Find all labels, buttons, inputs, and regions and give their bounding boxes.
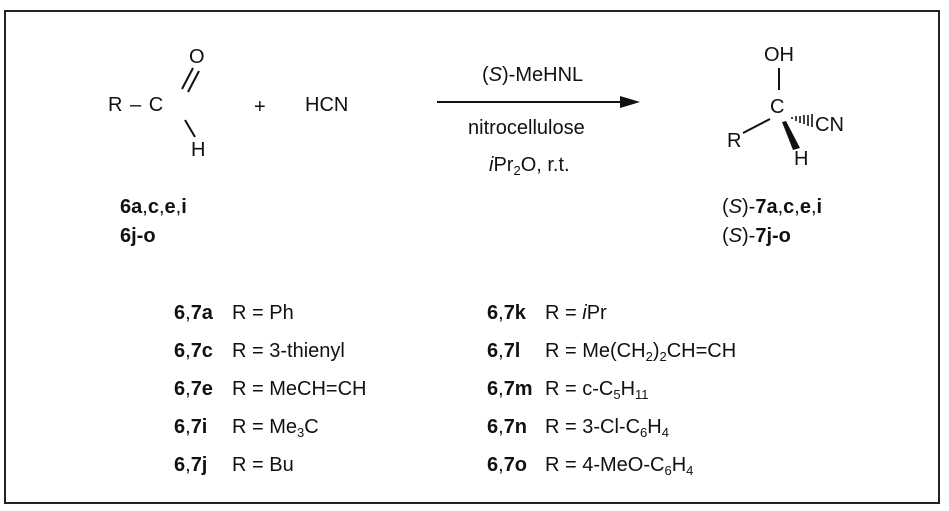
carbonyl-bond-1 <box>181 67 194 90</box>
product-c-r-bond <box>742 118 771 134</box>
product-cn: CN <box>815 114 844 136</box>
reactant-id-line1: 6a,c,e,i <box>120 196 187 218</box>
product-hydrogen: H <box>794 148 809 170</box>
condition-solvent: iPr2O, r.t. <box>489 154 570 178</box>
condition-support: nitrocellulose <box>468 117 585 139</box>
reaction-arrow-head <box>620 96 640 108</box>
scheme-frame <box>4 10 940 504</box>
product-id-line2: (S)-7j-o <box>722 225 791 247</box>
product-bold-wedge <box>782 121 800 150</box>
plus-sign: + <box>254 96 266 118</box>
aldehyde-ch-bond <box>184 119 196 138</box>
carbonyl-bond-2 <box>187 70 200 93</box>
product-carbon: C <box>770 96 785 118</box>
reactant-r-label: R – C <box>108 94 164 116</box>
product-hashed-wedge <box>791 114 813 127</box>
reactant-id-line2: 6j-o <box>120 225 156 247</box>
reactant-hydrogen: H <box>191 139 206 161</box>
reagent-hcn: HCN <box>305 94 349 116</box>
product-id-line1: (S)-7a,c,e,i <box>722 196 823 218</box>
product-oh: OH <box>764 44 794 66</box>
product-r-label: R <box>727 130 742 152</box>
reactant-oxygen: O <box>189 46 205 68</box>
condition-catalyst: (S)-MeHNL <box>482 64 584 86</box>
